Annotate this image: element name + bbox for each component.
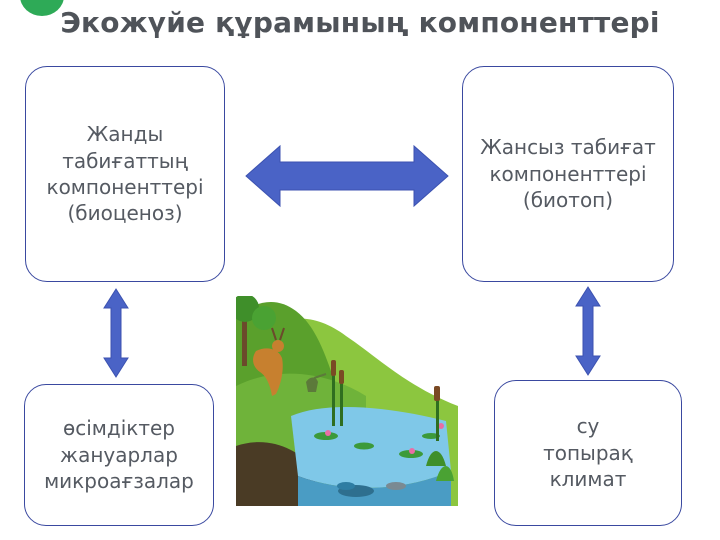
- page-title: Экожүйе құрамының компоненттері: [60, 6, 660, 39]
- biotope-line: (биотоп): [522, 188, 614, 213]
- biocenosis-line: (биоценоз): [67, 201, 183, 226]
- double-headed-vertical-arrow-icon: [103, 288, 129, 378]
- organisms-line: жануарлар: [60, 442, 178, 467]
- double-headed-horizontal-arrow-icon: [245, 144, 449, 208]
- double-headed-vertical-arrow-icon: [575, 286, 601, 376]
- biocenosis-line: Жанды: [86, 122, 164, 147]
- biocenosis-text: Жанды табиғаттың компоненттері (биоценоз…: [46, 122, 203, 226]
- corner-badge: [20, 0, 64, 16]
- ecosystem-pond-illustration: [236, 296, 458, 506]
- abiotic-box: су топырақ климат: [494, 380, 682, 526]
- organisms-text: өсімдіктер жануарлар микроағзалар: [44, 416, 194, 493]
- organisms-box: өсімдіктер жануарлар микроағзалар: [24, 384, 214, 526]
- abiotic-text: су топырақ климат: [543, 414, 633, 491]
- biotope-line: компоненттері: [489, 161, 647, 186]
- biocenosis-line: компоненттері: [46, 175, 204, 199]
- biotope-box: Жансыз табиғат компоненттері (биотоп): [462, 66, 674, 282]
- biotope-text: Жансыз табиғат компоненттері (биотоп): [480, 135, 656, 212]
- abiotic-line: топырақ: [543, 440, 633, 465]
- biocenosis-box: Жанды табиғаттың компоненттері (биоценоз…: [25, 66, 225, 282]
- organisms-line: микроағзалар: [44, 469, 194, 494]
- biocenosis-line: табиғаттың: [62, 148, 188, 173]
- biotope-line: Жансыз табиғат: [480, 135, 656, 160]
- abiotic-line: климат: [549, 467, 627, 492]
- organisms-line: өсімдіктер: [62, 416, 175, 441]
- abiotic-line: су: [576, 414, 600, 439]
